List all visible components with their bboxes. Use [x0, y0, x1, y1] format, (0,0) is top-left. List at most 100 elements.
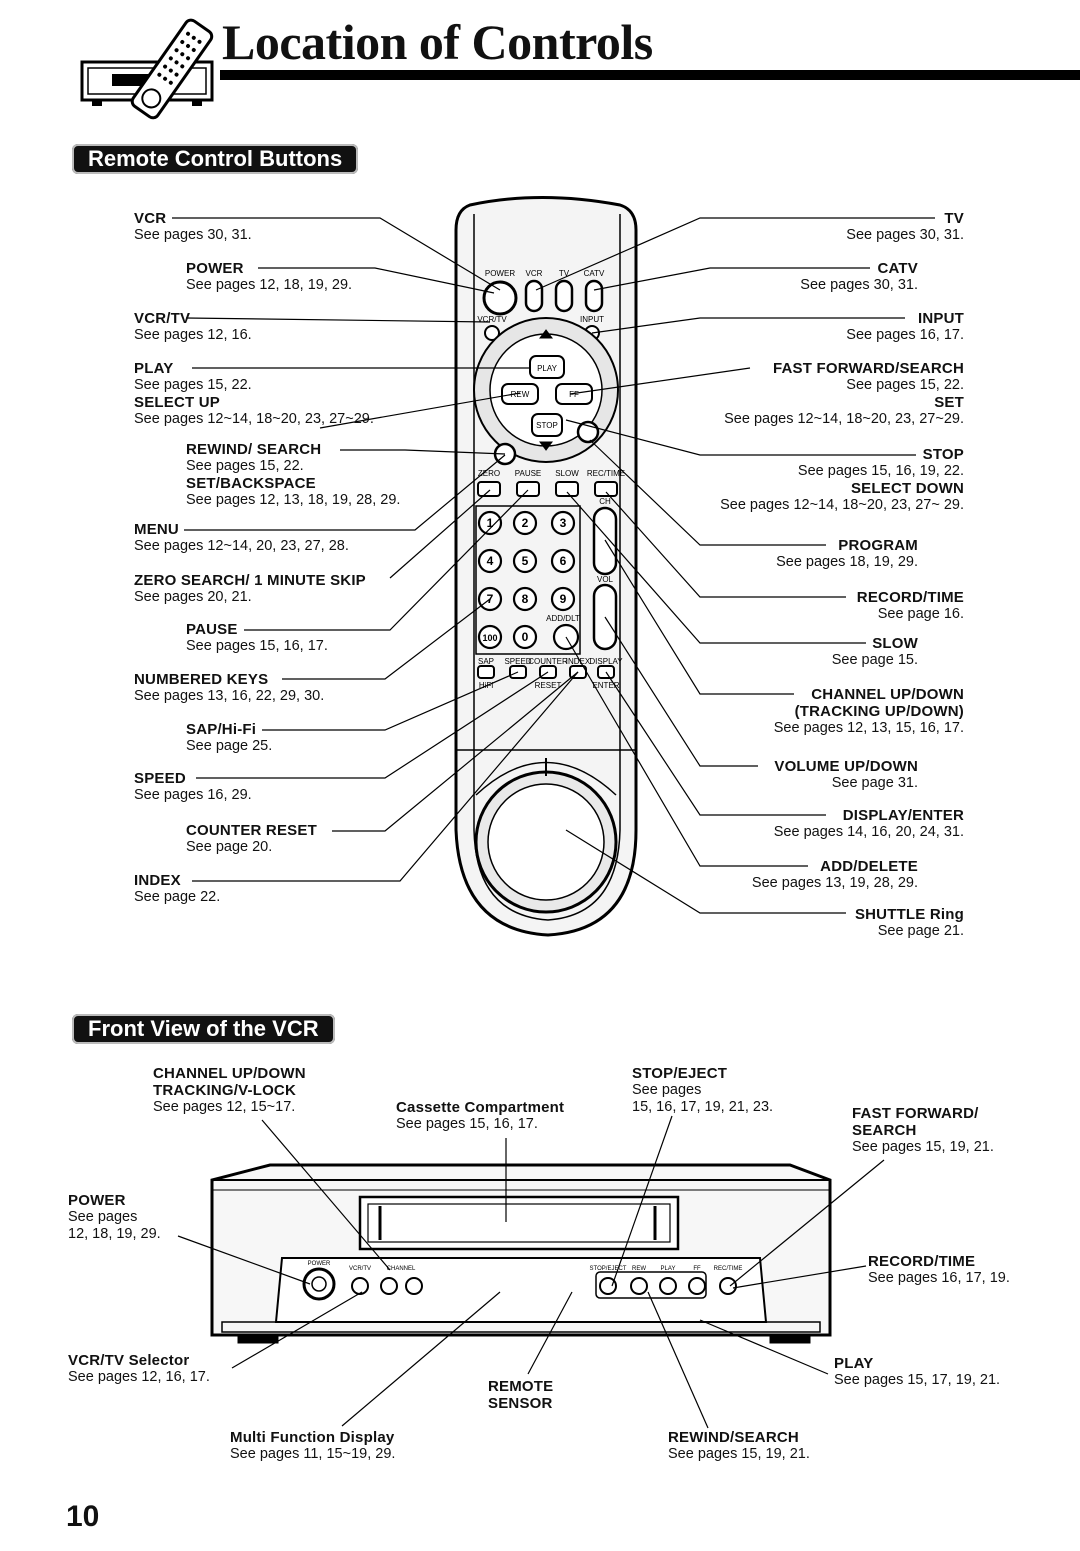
- label-pages: See pages 15, 17, 19, 21.: [834, 1372, 1001, 1388]
- label-name: PROGRAM: [838, 537, 918, 554]
- label-speed: SPEED See pages 16, 29.: [134, 770, 252, 804]
- label-pages-2: 12, 18, 19, 29.: [68, 1226, 161, 1242]
- front-label-rewind-search: REWIND/SEARCH See pages 15, 19, 21.: [668, 1429, 810, 1463]
- label-display-enter: DISPLAY/ENTER See pages 14, 16, 20, 24, …: [774, 807, 964, 841]
- label-pages: See page 25.: [186, 738, 273, 754]
- label-pages: See page 16.: [877, 606, 964, 622]
- label-pages: See pages 15, 19, 21.: [852, 1139, 994, 1155]
- label-pages-2: See pages 12~14, 18~20, 23, 27~29.: [724, 411, 964, 427]
- label-name: ADD/DELETE: [820, 858, 918, 875]
- label-stop-select-down: STOP See pages 15, 16, 19, 22. SELECT DO…: [720, 446, 964, 514]
- label-pages: See pages 16, 29.: [134, 787, 252, 803]
- label-name: SPEED: [134, 770, 186, 787]
- front-label-fast-forward: FAST FORWARD/ SEARCH See pages 15, 19, 2…: [852, 1105, 994, 1156]
- rc-reset-text: RESET: [535, 681, 562, 690]
- label-pages: See pages 18, 19, 29.: [776, 554, 918, 570]
- front-label-multi-display: Multi Function Display See pages 11, 15~…: [230, 1429, 395, 1463]
- vcr-play-text: PLAY: [661, 1266, 676, 1272]
- rc-ch-text: CH: [599, 497, 611, 506]
- label-name-2: SET: [934, 394, 964, 411]
- label-name: FAST FORWARD/: [852, 1105, 979, 1122]
- label-pause: PAUSE See pages 15, 16, 17.: [186, 621, 328, 655]
- label-name: CHANNEL UP/DOWN: [811, 686, 964, 703]
- rc-vcr-text: VCR: [526, 269, 543, 278]
- label-name-2: SENSOR: [488, 1395, 553, 1412]
- rc-display-text: DISPLAY: [589, 657, 623, 666]
- front-label-channel: CHANNEL UP/DOWN TRACKING/V-LOCK See page…: [153, 1065, 306, 1116]
- label-name: PAUSE: [186, 621, 238, 638]
- label-pages: See pages 12, 18, 19, 29.: [186, 277, 353, 293]
- label-name: PLAY: [834, 1355, 874, 1372]
- label-pages: See pages: [632, 1082, 702, 1098]
- front-label-stop-eject: STOP/EJECT See pages 15, 16, 17, 19, 21,…: [632, 1065, 773, 1116]
- label-name: VOLUME UP/DOWN: [774, 758, 918, 775]
- rc-key-7: 7: [487, 592, 494, 606]
- rc-counter-text: COUNTER: [528, 657, 568, 666]
- front-label-vcrtv-selector: VCR/TV Selector See pages 12, 16, 17.: [68, 1352, 210, 1386]
- vcr-power-text: POWER: [308, 1261, 331, 1267]
- rc-input-text: INPUT: [580, 315, 604, 324]
- label-pages: See pages 15, 22.: [134, 377, 252, 393]
- label-counter-reset: COUNTER RESET See page 20.: [186, 822, 317, 856]
- rc-vol-text: VOL: [597, 575, 614, 584]
- label-pages: See pages 13, 16, 22, 29, 30.: [134, 688, 325, 704]
- rc-pause-text: PAUSE: [515, 469, 542, 478]
- rc-key-2: 2: [522, 516, 529, 530]
- label-name: VCR/TV Selector: [68, 1352, 190, 1369]
- label-pages: See pages 20, 21.: [134, 589, 252, 605]
- label-menu: MENU See pages 12~14, 20, 23, 27, 28.: [134, 521, 349, 555]
- label-pages: See pages 16, 17, 19.: [868, 1270, 1010, 1286]
- label-name: MENU: [134, 521, 179, 538]
- label-program: PROGRAM See pages 18, 19, 29.: [776, 537, 918, 571]
- rc-key-0: 0: [522, 630, 529, 644]
- label-sap-hifi: SAP/Hi-Fi See page 25.: [186, 721, 272, 755]
- rc-adddlt-text: ADD/DLT: [546, 614, 580, 623]
- page-title: Location of Controls: [222, 14, 653, 70]
- label-pages-2: See pages 12~14, 18~20, 23, 27~29.: [134, 411, 374, 427]
- label-pages: See page 31.: [831, 775, 918, 791]
- header-icon: [78, 10, 218, 130]
- label-zero-search: ZERO SEARCH/ 1 MINUTE SKIP See pages 20,…: [134, 572, 366, 606]
- label-name: POWER: [186, 260, 244, 277]
- vcr-rew-text: REW: [632, 1266, 646, 1272]
- label-numbered-keys: NUMBERED KEYS See pages 13, 16, 22, 29, …: [134, 671, 324, 705]
- front-section-heading: Front View of the VCR: [72, 1014, 335, 1044]
- label-name: VCR: [134, 210, 167, 227]
- front-label-cassette: Cassette Compartment See pages 15, 16, 1…: [396, 1099, 564, 1133]
- label-volume-updown: VOLUME UP/DOWN See page 31.: [774, 758, 918, 792]
- label-play-select-up: PLAY See pages 15, 22. SELECT UP See pag…: [134, 360, 374, 428]
- rc-tv-text: TV: [559, 269, 570, 278]
- label-name: TV: [944, 210, 964, 227]
- rc-rectime-text: REC/TIME: [587, 469, 625, 478]
- label-name: STOP: [922, 446, 964, 463]
- label-pages: See pages 14, 16, 20, 24, 31.: [773, 824, 964, 840]
- title-rule: [220, 70, 1080, 80]
- label-slow: SLOW See page 15.: [832, 635, 918, 669]
- rc-key-100: 100: [482, 633, 497, 643]
- rc-zero-text: ZERO: [478, 469, 500, 478]
- label-index: INDEX See page 22.: [134, 872, 220, 906]
- page-number: 10: [66, 1500, 100, 1533]
- label-name: REMOTE: [488, 1378, 554, 1395]
- label-name: INPUT: [918, 310, 964, 327]
- label-name: REWIND/SEARCH: [668, 1429, 799, 1446]
- vcr-stopeject-text: STOP/EJECT: [590, 1266, 627, 1272]
- label-record-time: RECORD/TIME See page 16.: [857, 589, 964, 623]
- label-pages: See pages 15, 22.: [846, 377, 964, 393]
- label-pages: See pages 15, 19, 21.: [668, 1446, 810, 1462]
- label-name: NUMBERED KEYS: [134, 671, 269, 688]
- label-pages: See pages 15, 16, 17.: [186, 638, 328, 654]
- label-name: VCR/TV: [134, 310, 191, 327]
- label-name: DISPLAY/ENTER: [842, 807, 964, 824]
- label-name-2: TRACKING/V-LOCK: [153, 1082, 296, 1099]
- label-pages-2: See pages 12, 13, 18, 19, 28, 29.: [186, 492, 401, 508]
- label-pages: See pages 11, 15~19, 29.: [230, 1446, 396, 1462]
- rc-slow-text: SLOW: [555, 469, 579, 478]
- label-name: SHUTTLE Ring: [854, 906, 964, 923]
- rc-key-1: 1: [487, 516, 494, 530]
- vcr-vcrtv-text: VCR/TV: [349, 1266, 371, 1272]
- vcr-channel-text: CHANNEL: [387, 1266, 416, 1272]
- label-name: CHANNEL UP/DOWN: [153, 1065, 306, 1082]
- rc-key-3: 3: [560, 516, 567, 530]
